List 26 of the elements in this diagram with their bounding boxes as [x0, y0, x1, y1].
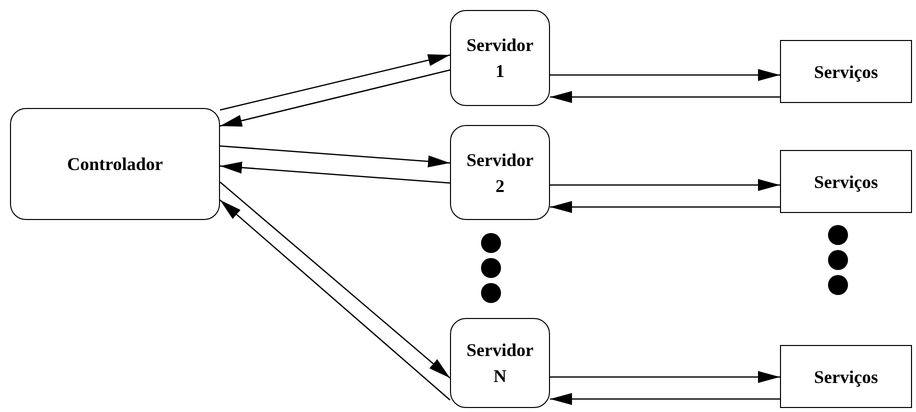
node-label: Serviços: [814, 170, 878, 194]
node-label: Servidor N: [466, 339, 534, 388]
arrow: [220, 54, 450, 111]
arrow: [220, 200, 450, 400]
node-label: Servidor 2: [466, 148, 534, 198]
process-box: [780, 345, 912, 408]
node-label: Serviços: [814, 60, 878, 84]
rounded-box: [450, 10, 550, 106]
arrow: [550, 201, 780, 213]
arrow: [550, 371, 780, 383]
arrow: [550, 179, 780, 191]
arrow: [550, 69, 780, 81]
process-box: [780, 40, 912, 103]
arrow: [550, 393, 780, 405]
node-label: Controlador: [67, 153, 163, 176]
arrow: [220, 162, 450, 184]
arrow: [220, 182, 450, 378]
node-label: Serviços: [814, 366, 878, 389]
rounded-box: [10, 108, 220, 220]
rounded-box: [450, 125, 550, 220]
arrow: [220, 145, 450, 168]
rounded-box: [450, 318, 550, 408]
node-label: Servidor 1: [466, 34, 534, 83]
process-box: [780, 150, 912, 213]
arrow: [220, 69, 450, 127]
arrow: [550, 91, 780, 103]
